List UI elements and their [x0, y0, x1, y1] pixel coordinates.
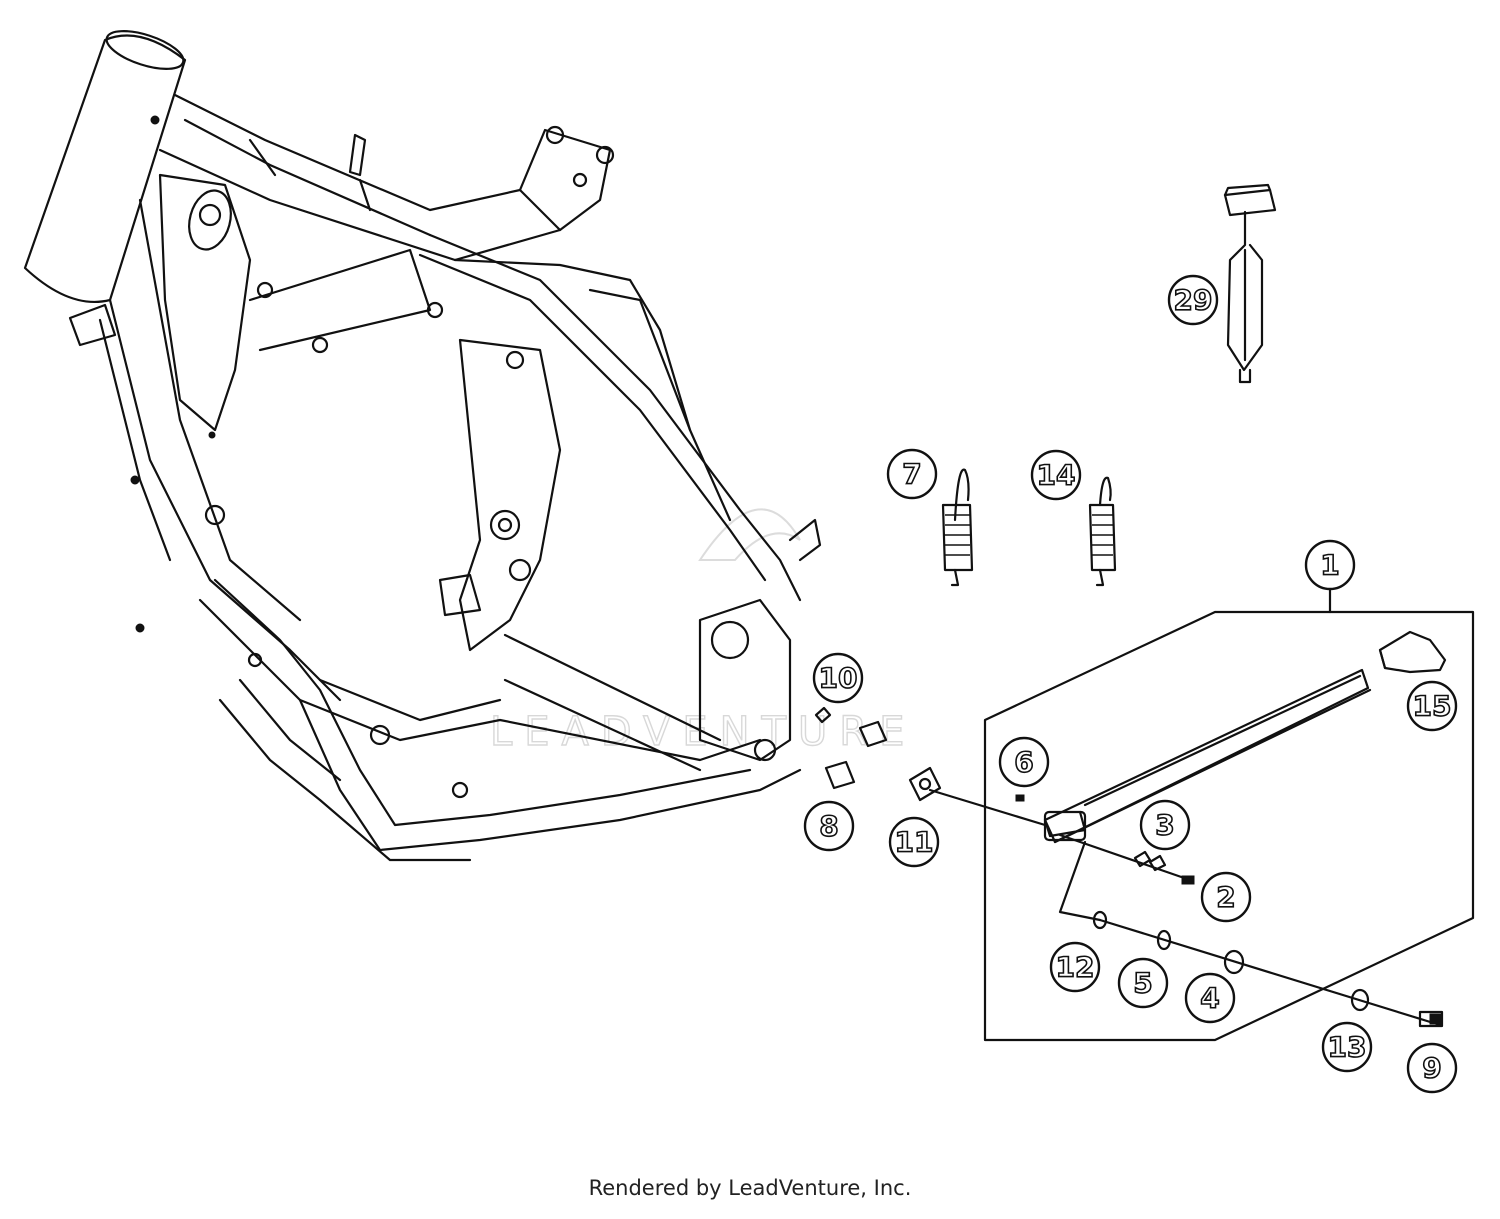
svg-text:3: 3 — [1155, 809, 1174, 842]
callout-7: 7 — [886, 448, 938, 500]
callout-6: 6 — [998, 736, 1050, 788]
callout-2: 2 — [1200, 871, 1252, 923]
callout-4: 4 — [1184, 972, 1236, 1024]
watermark-logo: LEADVENTURE — [489, 508, 905, 756]
svg-text:7: 7 — [902, 458, 921, 491]
callout-12: 12 — [1049, 941, 1101, 993]
svg-text:29: 29 — [1174, 284, 1213, 317]
svg-text:6: 6 — [1014, 746, 1033, 779]
spring-7 — [941, 468, 974, 587]
svg-text:9: 9 — [1422, 1052, 1441, 1085]
svg-text:12: 12 — [1056, 951, 1095, 984]
svg-text:5: 5 — [1133, 967, 1152, 1000]
svg-text:13: 13 — [1328, 1031, 1367, 1064]
kit-outline — [983, 610, 1475, 1042]
callout-11: 11 — [888, 816, 940, 868]
side-stand-foot — [1378, 630, 1447, 674]
credit-line: Rendered by LeadVenture, Inc. — [588, 1176, 912, 1200]
side-stand-group — [814, 583, 1475, 1042]
svg-text:4: 4 — [1200, 982, 1219, 1015]
svg-text:1: 1 — [1320, 549, 1339, 582]
callout-1: 1 — [1304, 539, 1356, 591]
callout-29: 29 — [1167, 274, 1219, 326]
callout-9: 9 — [1406, 1042, 1458, 1094]
spring-14 — [1088, 476, 1117, 587]
callout-10: 10 — [812, 652, 864, 704]
svg-text:14: 14 — [1037, 459, 1076, 492]
svg-text:2: 2 — [1216, 881, 1235, 914]
frame-assembly — [23, 30, 822, 862]
callout-14: 14 — [1030, 449, 1082, 501]
callout-13: 13 — [1321, 1021, 1373, 1073]
tool-29 — [1223, 183, 1277, 384]
callout-8: 8 — [803, 800, 855, 852]
callout-3: 3 — [1139, 799, 1191, 851]
svg-text:15: 15 — [1413, 690, 1452, 723]
svg-text:11: 11 — [895, 826, 934, 859]
callout-15: 15 — [1406, 680, 1458, 732]
svg-text:10: 10 — [819, 662, 858, 695]
svg-text:8: 8 — [819, 810, 838, 843]
callout-5: 5 — [1117, 957, 1169, 1009]
side-stand-leg — [1043, 668, 1372, 844]
